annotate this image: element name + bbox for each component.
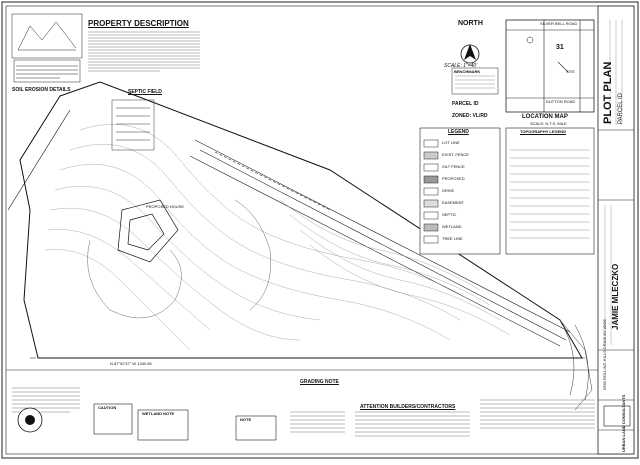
attention-heading: ATTENTION BUILDERS/CONTRACTORS	[360, 404, 456, 410]
north-heading: NORTH	[458, 20, 483, 27]
title-parcel-label: PARCEL ID	[618, 92, 624, 124]
north-arrow-icon	[460, 44, 480, 64]
grading-note-heading: GRADING NOTE	[300, 379, 339, 385]
location-map-frame	[505, 19, 595, 113]
legend-item: TREE LINE	[442, 236, 463, 241]
house-footprint	[117, 199, 179, 263]
firm-name: URBAN LAND CONSULTANTS	[621, 394, 626, 452]
legend-item: PROPOSED	[442, 176, 465, 181]
septic-field-heading: SEPTIC FIELD	[128, 89, 162, 95]
wetland-boundary	[87, 199, 271, 319]
legend-item: DRIVE	[442, 188, 455, 193]
soil-erosion-heading: SOIL EROSION DETAILS	[12, 87, 71, 93]
driveway-easement	[189, 139, 571, 347]
firm-logo-icon	[603, 405, 631, 427]
location-north-icon	[526, 36, 534, 44]
wetland-note-box	[137, 409, 189, 441]
bottom-notes-text	[12, 387, 595, 437]
topography-legend-lines	[510, 149, 590, 239]
location-section-number: 31	[556, 44, 564, 51]
topography-legend-heading: TOPOGRAPHY LEGEND	[520, 129, 567, 134]
owner-name: JAMIE MLECZKO	[611, 263, 620, 330]
note-heading: NOTE	[240, 417, 252, 422]
legend-item: SILT FENCE	[442, 164, 465, 169]
south-bearing-label: N 87°52'37" W 1340.96'	[110, 361, 153, 366]
legend-swatches	[423, 139, 439, 244]
topography-legend-box	[505, 127, 595, 255]
scale-label: SCALE: 1"=40'	[444, 63, 478, 69]
legend-item: LOT LINE	[442, 140, 460, 145]
benchmark-box	[451, 67, 499, 95]
legend-item: WETLAND	[442, 224, 462, 229]
legend-item: EASEMENT	[442, 200, 465, 205]
note-box	[235, 415, 277, 441]
septic-field-outline	[111, 99, 155, 151]
caution-box	[93, 403, 133, 435]
benchmark-heading: BENCHMARK	[454, 69, 481, 74]
property-address: 5560 ROLLING HILLS DRIVE 60' WIDE	[602, 318, 607, 390]
property-description-text	[88, 31, 200, 72]
plot-plan-title: PLOT PLAN	[602, 61, 614, 124]
soil-erosion-detail	[11, 13, 83, 83]
miss-dig-center-icon	[25, 415, 35, 425]
legend-heading: LEGEND	[448, 129, 469, 135]
location-map-scale: SCALE: N.T.S. MILE	[530, 121, 567, 126]
zoned-label: ZONED: VL/RD	[452, 113, 488, 119]
legend-item: SEPTIC	[442, 212, 457, 217]
location-map-roads	[506, 20, 594, 112]
legend-item: EXIST. FENCE	[442, 152, 469, 157]
caution-heading: CAUTION	[98, 405, 117, 410]
west-boundary-line	[7, 109, 71, 211]
parcel-id-heading: PARCEL ID	[452, 101, 479, 107]
location-road-mid: DUTTON ROAD	[546, 99, 576, 104]
location-site-label: SITE	[566, 69, 575, 74]
location-map-heading: LOCATION MAP	[522, 114, 568, 120]
house-label: PROPOSED HOUSE	[146, 204, 185, 209]
wetland-note-heading: WETLAND NOTE	[142, 411, 175, 416]
location-road-top: SILVER BELL ROAD	[540, 21, 578, 26]
property-description-heading: PROPERTY DESCRIPTION	[88, 19, 189, 28]
